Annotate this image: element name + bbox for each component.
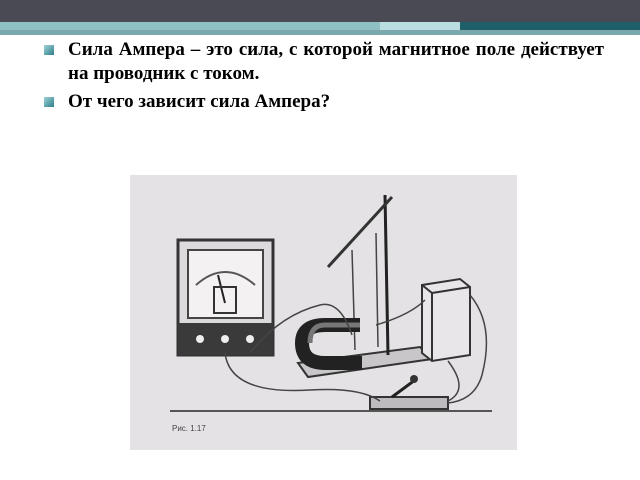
header-accent-light [0, 22, 380, 30]
bullet-item-definition: Сила Ампера – это сила, с которой магнит… [44, 38, 604, 86]
header-accent-bright [380, 22, 460, 30]
header-bar [0, 0, 640, 22]
battery-icon [421, 277, 471, 363]
horseshoe-magnet-icon [294, 318, 362, 370]
experiment-drawing: Рис. 1.17 [170, 194, 492, 433]
bullet-square-icon [44, 45, 54, 55]
bullet-text-question: От чего зависит сила Ампера? [68, 91, 331, 112]
ampere-force-experiment-figure: Рис. 1.17 [130, 175, 517, 450]
bullet-list: Сила Ампера – это сила, с которой магнит… [44, 38, 604, 118]
galvanometer-icon [176, 238, 275, 357]
bullet-item-question: От чего зависит сила Ампера? [44, 90, 604, 114]
bullet-square-icon [44, 97, 54, 107]
header-accent-stripe-lower [0, 30, 640, 35]
bullet-text-definition: Сила Ампера – это сила, с которой магнит… [68, 39, 604, 84]
switch-icon [369, 375, 449, 410]
figure-caption: Рис. 1.17 [172, 424, 206, 433]
